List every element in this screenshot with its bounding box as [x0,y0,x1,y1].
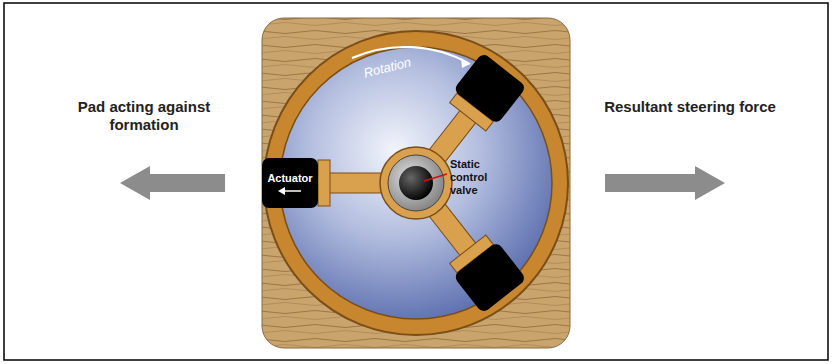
force-label: Pad acting against formation [58,98,230,134]
pad-arm-left [318,160,386,206]
force-label: Resultant steering force [604,98,776,116]
housing-ring [264,31,568,335]
pad [453,241,527,313]
hub-collar [380,147,452,219]
frame [4,3,828,360]
node-text: Actuator [267,172,312,184]
actuator-pad: Actuator [262,158,318,208]
rotating-disc [280,47,552,319]
actuator-arrow [277,187,303,195]
force-arrow-left [120,166,225,200]
control-valve-housing [388,155,444,211]
static-control-valve [399,166,433,200]
rotation-arrowhead [461,58,470,68]
formation-tile [262,18,570,348]
callout-label: Static control valve [450,158,512,198]
pad [453,52,527,124]
leader-line [424,174,447,181]
force-arrow-right [605,166,725,200]
